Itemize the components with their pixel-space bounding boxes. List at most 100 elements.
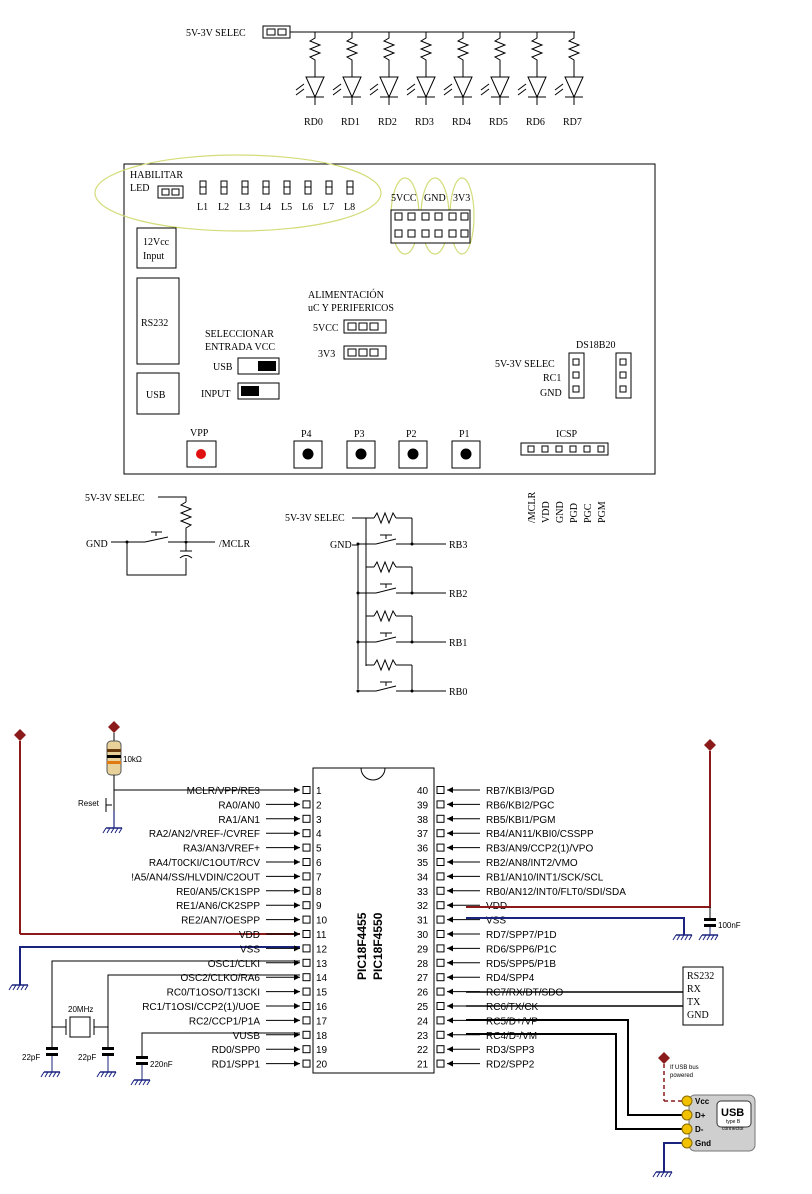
- led-label-rd0: RD0: [304, 117, 323, 128]
- icsp-pin: [541, 445, 549, 453]
- led-enable-highlight: [94, 154, 382, 232]
- led-jumper-l2[interactable]: L2: [218, 180, 229, 213]
- sel-usb-label: USB: [213, 362, 233, 373]
- alim-3v3-jumper[interactable]: [343, 345, 387, 360]
- led-jumper-label-l6: L6: [302, 202, 313, 213]
- power-pin: [448, 212, 457, 221]
- ds-pin-right: [619, 385, 627, 393]
- cap-22pf-left: 22pF: [22, 1053, 40, 1062]
- reset-gnd-label: GND: [86, 539, 108, 550]
- buttons-gnd-label: GND: [330, 540, 352, 551]
- pic-section: 10kΩ Reset 20MHz: [8, 721, 756, 1178]
- pic-pin-5: RA3/AN3/VREF+5: [183, 843, 322, 855]
- led-jumper-l1[interactable]: L1: [197, 180, 208, 213]
- usb-conn-label: USB: [721, 1107, 744, 1119]
- alim-5vcc-jumper[interactable]: [343, 319, 387, 334]
- pic-pin-number: 23: [417, 1031, 429, 1042]
- led-jumper-l6[interactable]: L6: [302, 180, 313, 213]
- pic-pin-number: 2: [316, 800, 322, 811]
- ground-symbol-left: [8, 984, 29, 991]
- pic-pin-label: RD5/SPP5/P1B: [486, 959, 556, 970]
- pic-pin-label: RD7/SPP7/P1D: [486, 930, 557, 941]
- reset-label: Reset: [78, 799, 100, 808]
- alimentacion-label-2: uC Y PERIFERICOS: [308, 303, 394, 314]
- led-jumper-l7[interactable]: L7: [323, 180, 334, 213]
- icsp-pin-label: PGD: [569, 503, 580, 523]
- led-jumper-l5[interactable]: L5: [281, 180, 292, 213]
- power-pin: [434, 229, 443, 238]
- icsp-pin-label: GND: [555, 501, 566, 523]
- ds-pin-left: [572, 385, 580, 393]
- ground-symbol-osc1: [40, 1071, 61, 1078]
- button-label-p4: P4: [301, 429, 312, 440]
- pic-pin-label: RB7/KBI3/PGD: [486, 786, 554, 797]
- pic-pin-label: RD2/SPP2: [486, 1060, 535, 1071]
- button-p2[interactable]: [398, 440, 428, 469]
- led-label-rd6: RD6: [526, 117, 545, 128]
- rs232-box-rx: RX: [687, 984, 702, 995]
- cap-100nf: 100nF: [718, 921, 741, 930]
- button-p3[interactable]: [346, 440, 376, 469]
- icsp-pin-label: /MCLR: [527, 492, 538, 523]
- pic-pin-number: 6: [316, 858, 322, 869]
- pic-pin-number: 24: [417, 1016, 429, 1027]
- pic-pin-number: 7: [316, 872, 322, 883]
- led-jumper-l3[interactable]: L3: [239, 180, 250, 213]
- pic-pin-label: RC7/RX/DT/SDO: [486, 988, 563, 999]
- usb-pin-2: [681, 1123, 693, 1135]
- ground-symbol-reset: [102, 827, 123, 834]
- led-jumper-l8[interactable]: L8: [344, 180, 355, 213]
- icsp-pin-label: VDD: [541, 501, 552, 523]
- button-p1[interactable]: [451, 440, 481, 469]
- ds18b20-label: DS18B20: [576, 340, 615, 351]
- button-row-rb1: RB1: [356, 609, 467, 649]
- crystal: [69, 1016, 91, 1038]
- icsp-pin: [555, 445, 563, 453]
- pic-pin-34: 34 RB1/AN10/INT1/SCK/SCL: [417, 872, 604, 883]
- pic-pin-label: RD4/SPP4: [486, 973, 535, 984]
- alim-3v3-label: 3V3: [318, 349, 335, 360]
- power-pin: [460, 212, 469, 221]
- pic-pin-number: 34: [417, 872, 429, 883]
- button-row-rb3: RB3: [356, 511, 467, 551]
- led-rd5: RD5: [480, 32, 510, 128]
- pic-pin-13: OSC1/CLKI 13: [208, 958, 328, 970]
- pic-pin-number: 19: [316, 1045, 328, 1056]
- pic-pin-number: 16: [316, 1002, 328, 1013]
- pic-pin-number: 13: [316, 959, 328, 970]
- pic-pin-label: VDD: [239, 930, 260, 941]
- pic-pin-number: 10: [316, 916, 328, 927]
- rs232-box-rs232: RS232: [687, 971, 714, 982]
- led-bank-selector-label: 5V-3V SELEC: [186, 28, 246, 39]
- led-jumper-l4[interactable]: L4: [260, 180, 271, 213]
- pic-pin-label: OSC2/CLKO/RA6: [181, 973, 261, 984]
- reset-circuit: 5V-3V SELEC GND /MCLR: [85, 493, 250, 576]
- button-p4[interactable]: [293, 440, 323, 469]
- cap-220nf: 220nF: [150, 1060, 173, 1069]
- power-pin: [394, 229, 403, 238]
- usb-port-label: USB: [146, 390, 166, 401]
- pic-pin-label: OSC1/CLKI: [208, 959, 260, 970]
- ds-pin-right: [619, 371, 627, 379]
- pic-pin-number: 4: [316, 829, 322, 840]
- pic-pin-label: RA0/AN0: [218, 800, 260, 811]
- led-label-rd3: RD3: [415, 117, 434, 128]
- pic-pin-label: VUSB: [233, 1031, 261, 1042]
- power-pin: [407, 212, 416, 221]
- pic-pin-label: RB1/AN10/INT1/SCK/SCL: [486, 872, 604, 883]
